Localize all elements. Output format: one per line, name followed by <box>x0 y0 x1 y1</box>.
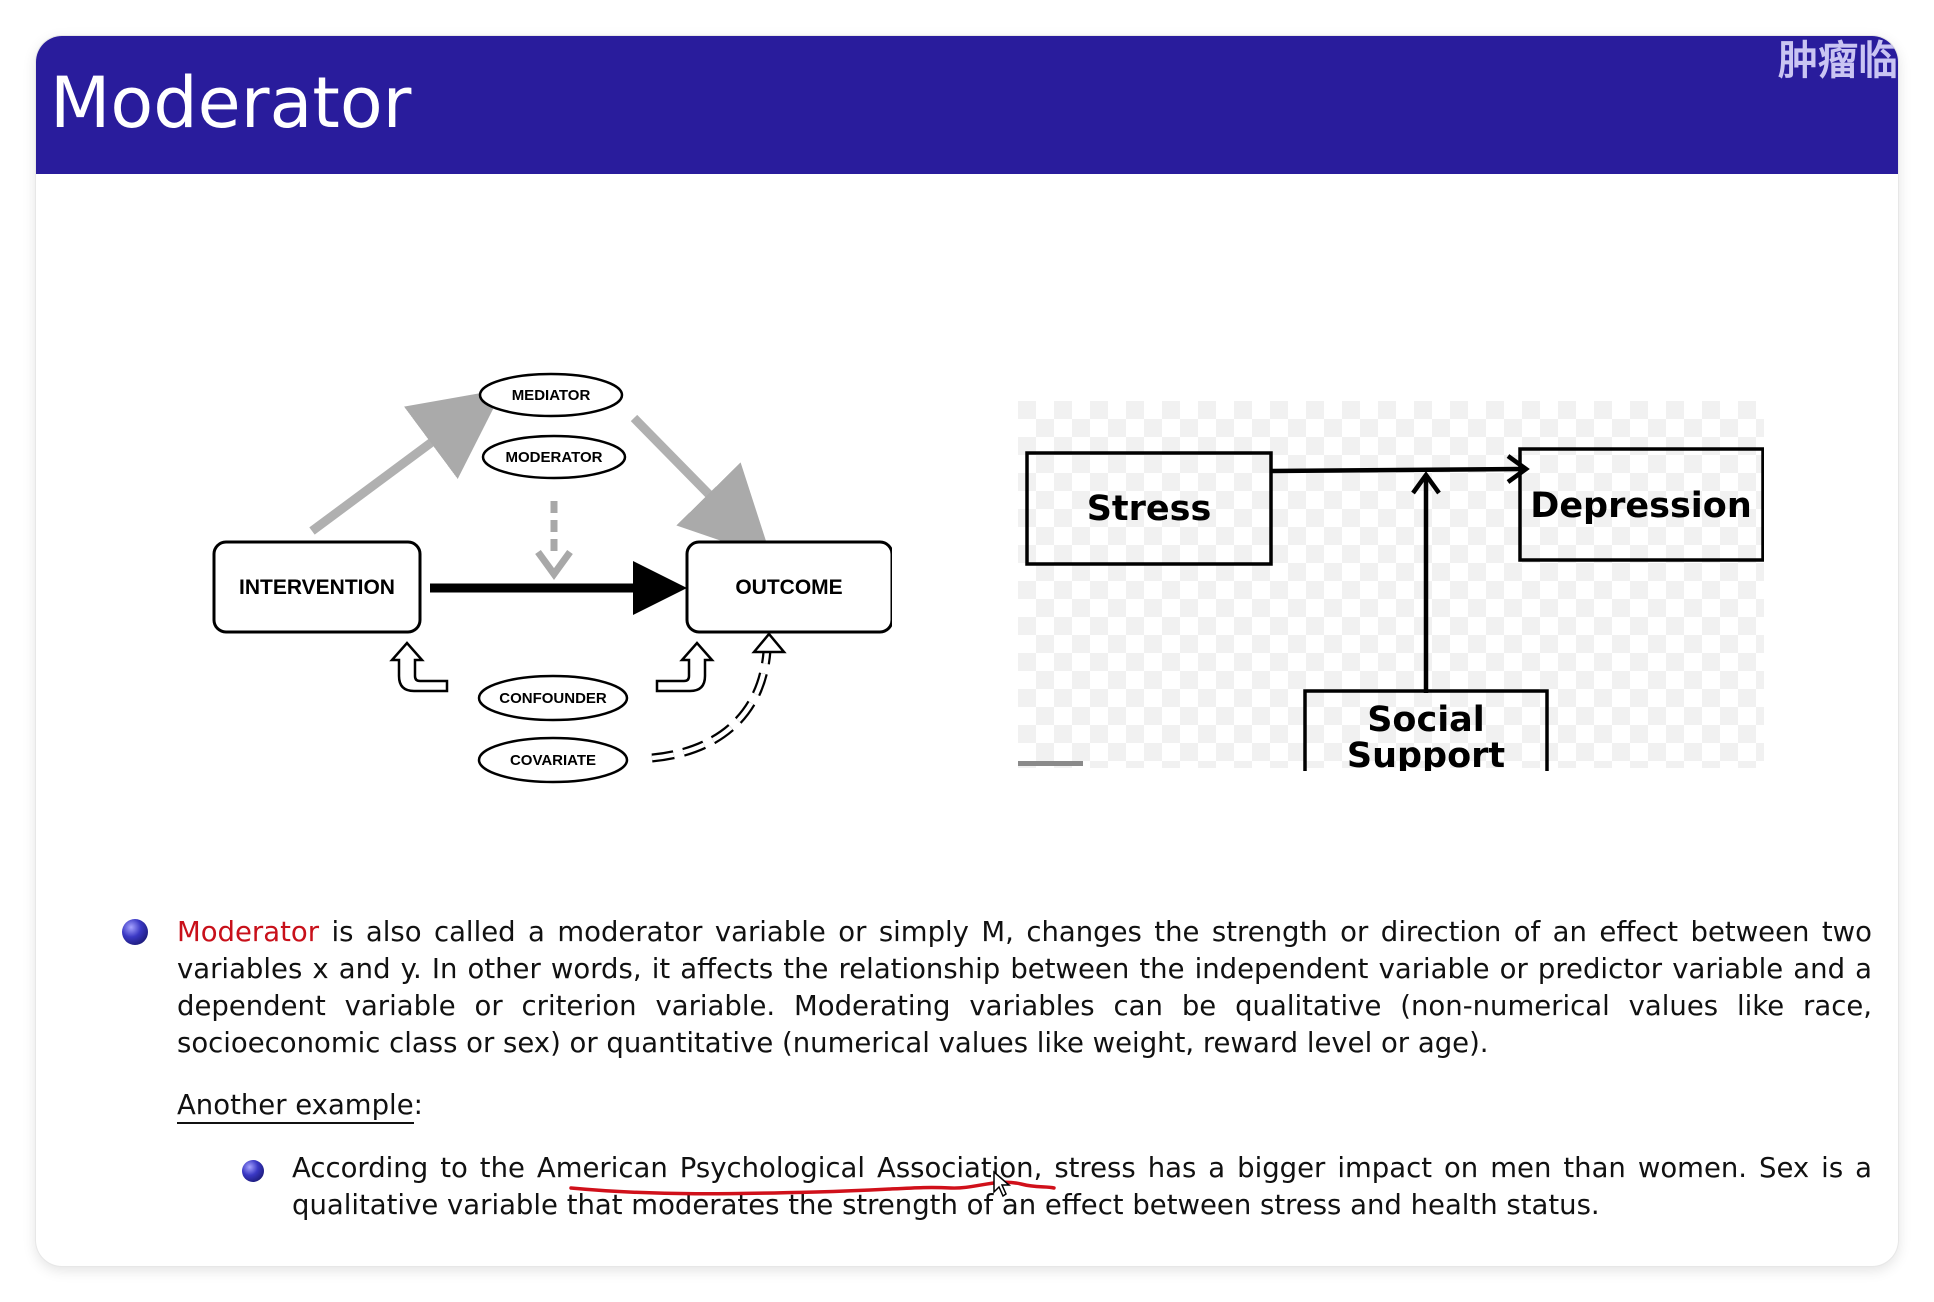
slide: Moderator 肿瘤临 MEDIATOR <box>36 36 1898 1266</box>
causal-roles-diagram: MEDIATOR MODERATOR CONFOUNDER COVARIATE … <box>212 372 892 784</box>
slide-body: Moderator is also called a moderator var… <box>36 36 1898 1266</box>
intervention-label: INTERVENTION <box>239 576 395 599</box>
bullet-icon <box>122 919 148 945</box>
covariate-label: COVARIATE <box>510 752 596 769</box>
moderator-node: MODERATOR <box>481 434 627 480</box>
stress-label: Stress <box>1087 489 1212 529</box>
stress-to-depression-arrow <box>1270 466 1524 474</box>
mediator-to-outcome-arrow <box>630 414 772 559</box>
sub-bullet-icon <box>242 1160 264 1182</box>
covariate-node: COVARIATE <box>477 736 629 784</box>
slide-title: Moderator <box>50 62 412 144</box>
confounder-to-intervention-arrow <box>389 641 449 693</box>
mediator-node: MEDIATOR <box>478 372 624 418</box>
moderator-label: MODERATOR <box>506 449 603 466</box>
social-support-node: Social Support <box>1303 689 1549 771</box>
confounder-node: CONFOUNDER <box>477 674 629 722</box>
scrub-indicator <box>1018 761 1083 766</box>
moderator-definition-text: is also called a moderator variable or s… <box>177 916 1872 1059</box>
title-bar: Moderator 肿瘤临 <box>36 36 1898 174</box>
confounder-label: CONFOUNDER <box>499 690 607 707</box>
transparent-background <box>1018 401 1764 768</box>
intervention-node: INTERVENTION <box>212 540 422 634</box>
depression-label: Depression <box>1530 486 1751 526</box>
moderator-arrowhead <box>535 549 573 580</box>
apa-example: According to the American Psychological … <box>292 1152 1872 1221</box>
social-label: Social <box>1367 700 1485 740</box>
outcome-node: OUTCOME <box>685 540 892 634</box>
support-label: Support <box>1347 736 1505 771</box>
intervention-to-mediator-arrow <box>309 389 504 535</box>
stress-node: Stress <box>1025 451 1273 566</box>
watermark: 肿瘤临 <box>1778 38 1898 84</box>
mediator-label: MEDIATOR <box>512 387 591 404</box>
confounder-to-outcome-arrow <box>655 641 715 693</box>
depression-node: Depression <box>1518 447 1764 562</box>
another-example-heading: Another example: <box>177 1087 423 1124</box>
covariate-arrowhead <box>751 632 787 654</box>
moderator-term: Moderator <box>177 916 319 948</box>
another-example-label: Another example <box>177 1089 414 1124</box>
outcome-label: OUTCOME <box>735 576 842 599</box>
moderator-definition: Moderator is also called a moderator var… <box>177 914 1872 1062</box>
stress-depression-diagram: Stress Depression Social Support <box>1018 401 1764 771</box>
